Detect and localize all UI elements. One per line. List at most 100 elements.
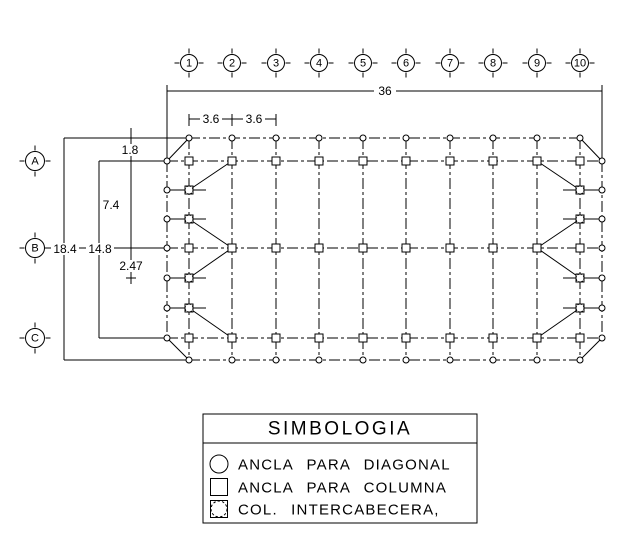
column-anchor-square <box>358 243 368 253</box>
column-anchor-square <box>401 243 411 253</box>
intercabecera-column-anchor <box>184 303 194 313</box>
intercabecera-column-anchor <box>184 273 194 283</box>
column-anchor-square <box>358 156 368 166</box>
legend-item-intercabecera-column: COL. INTERCABECERA, <box>238 502 440 519</box>
column-axis-bubble: 4 <box>304 48 334 78</box>
axis-bubble-label: 1 <box>186 58 192 70</box>
diagonal-anchor-circle <box>446 134 454 142</box>
diagonal-anchor-circle <box>185 134 193 142</box>
diagonal-anchor-circle <box>598 215 606 223</box>
dim-edge-offset: 1.8 <box>122 143 139 157</box>
column-anchor-square <box>488 243 498 253</box>
row-axis-bubble: B <box>19 232 51 264</box>
column-anchor-square <box>314 243 324 253</box>
anchor-symbols <box>163 134 606 364</box>
diagonal-anchor-circle <box>315 134 323 142</box>
axis-bubble-label: 2 <box>229 58 235 70</box>
dimension-and-diagonal-lines <box>44 85 603 361</box>
column-axis-bubble: 2 <box>217 48 247 78</box>
axis-bubble-label: 5 <box>360 58 366 70</box>
intercabecera-column-anchor <box>184 185 194 195</box>
column-anchor-square <box>532 333 542 343</box>
corner-diagonal <box>166 337 190 361</box>
column-anchor-square <box>401 333 411 343</box>
diagonal-anchor-circle <box>228 356 236 364</box>
dim-total-depth: 18.4 <box>53 242 77 256</box>
column-anchor-square <box>184 333 194 343</box>
axis-bubble-label: 10 <box>574 58 586 70</box>
diagonal-anchor-circle <box>598 157 606 165</box>
legend-item-column-anchor: ANCLA PARA COLUMNA <box>238 480 447 497</box>
corner-diagonal <box>579 337 603 361</box>
diagonal-anchor-circle <box>359 356 367 364</box>
diagonal-anchor-circle <box>315 356 323 364</box>
legend-box: SIMBOLOGIA ANCLA PARA DIAGONAL ANCLA PAR… <box>202 413 478 524</box>
diagonal-anchor-circle <box>163 157 171 165</box>
diagonal-anchor-circle <box>489 134 497 142</box>
row-axis-bubble: A <box>19 145 51 177</box>
column-anchor-square <box>227 333 237 343</box>
column-axis-bubble: 10 <box>565 48 595 78</box>
circle-icon <box>209 454 229 474</box>
column-anchor-square <box>184 243 194 253</box>
header-diagonal <box>188 307 233 339</box>
column-anchor-square <box>488 156 498 166</box>
column-axis-bubble: 5 <box>348 48 378 78</box>
diagonal-anchor-circle <box>272 134 280 142</box>
header-diagonal <box>536 247 581 279</box>
column-axis-bubble: 3 <box>261 48 291 78</box>
dim-span-a-b: 7.4 <box>103 198 120 212</box>
diagonal-anchor-circle <box>598 244 606 252</box>
column-axis-bubble: 9 <box>522 48 552 78</box>
header-diagonal <box>188 160 233 191</box>
diagonal-anchor-circle <box>163 186 171 194</box>
column-axis-bubble: 6 <box>391 48 421 78</box>
diagonal-anchor-circle <box>446 356 454 364</box>
dimension-labels: 36 3.6 3.6 1.8 7.4 2.47 18.4 14.8 <box>51 84 396 273</box>
diagonal-anchor-circle <box>598 334 606 342</box>
axis-bubble-label: C <box>31 333 39 345</box>
diagonal-anchor-circle <box>163 334 171 342</box>
column-anchor-square <box>271 333 281 343</box>
diagonal-anchor-circle <box>163 274 171 282</box>
column-anchor-square <box>314 333 324 343</box>
axis-bubble-label: 4 <box>316 58 322 70</box>
column-anchor-square <box>575 333 585 343</box>
corner-diagonal <box>166 137 190 162</box>
header-diagonal <box>188 218 233 249</box>
column-anchor-square <box>445 156 455 166</box>
dim-bay-2: 3.6 <box>246 112 263 126</box>
diagonal-anchor-circle <box>576 356 584 364</box>
diagonal-anchor-circle <box>185 356 193 364</box>
header-diagonal <box>188 247 233 279</box>
intercabecera-column-anchor <box>575 303 585 313</box>
column-anchor-square <box>488 333 498 343</box>
column-anchor-square <box>271 243 281 253</box>
diagonal-anchor-circle <box>533 356 541 364</box>
row-axis-bubble: C <box>19 322 51 354</box>
intercabecera-column-anchor <box>184 214 194 224</box>
diagonal-anchor-circle <box>163 244 171 252</box>
diagonal-anchor-circle <box>576 134 584 142</box>
column-anchor-square <box>532 156 542 166</box>
axis-bubble-label: 7 <box>447 58 453 70</box>
diagonal-anchor-circle <box>533 134 541 142</box>
diagonal-anchor-circle <box>272 356 280 364</box>
column-anchor-square <box>401 156 411 166</box>
diagonal-anchor-circle <box>489 356 497 364</box>
dim-bay-1: 3.6 <box>203 112 220 126</box>
intercabecera-column-anchor <box>575 273 585 283</box>
column-anchor-square <box>227 243 237 253</box>
column-anchor-square <box>532 243 542 253</box>
diagonal-anchor-circle <box>163 304 171 312</box>
column-anchor-square <box>358 333 368 343</box>
diagonal-anchor-circle <box>598 274 606 282</box>
axis-bubble-label: A <box>31 156 39 168</box>
column-axis-bubble: 1 <box>174 48 204 78</box>
column-axis-bubble: 8 <box>478 48 508 78</box>
axis-bubble-label: 3 <box>273 58 279 70</box>
corner-diagonal <box>579 137 603 162</box>
diagonal-anchor-circle <box>598 304 606 312</box>
